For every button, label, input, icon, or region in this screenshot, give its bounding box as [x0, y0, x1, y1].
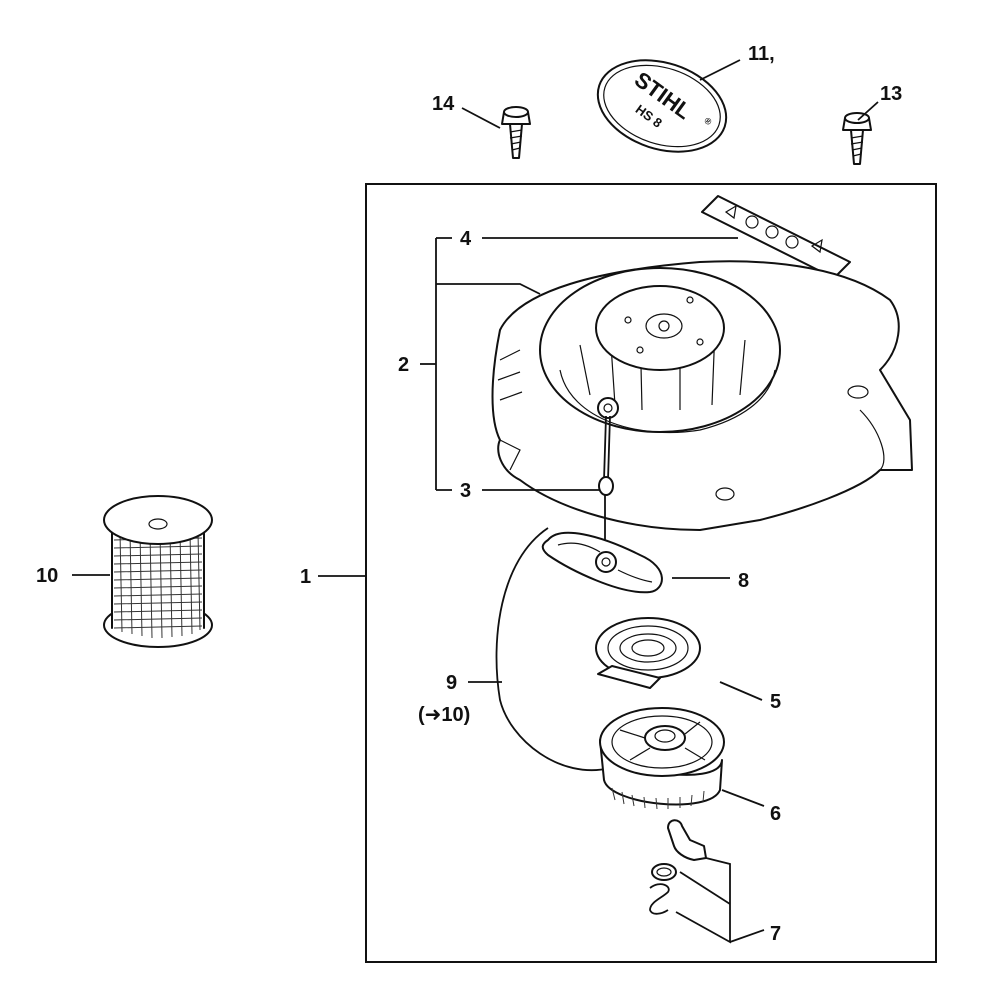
callout-9-ref: (➜10): [418, 704, 470, 726]
callout-9: 9: [446, 672, 457, 694]
callout-6: 6: [770, 803, 781, 825]
rewind-spring: [595, 617, 701, 689]
logo-decal: STIHL HS 8 ®: [596, 59, 728, 153]
callout-3: 3: [460, 480, 471, 502]
starter-grip: [541, 531, 663, 594]
callout-5: 5: [770, 691, 781, 713]
rope-9: [495, 527, 611, 771]
callout-4: 4: [460, 228, 472, 250]
screw-14: [501, 106, 531, 159]
rope-spool: [103, 495, 213, 648]
warning-label: [701, 195, 851, 279]
callout-7: 7: [770, 923, 781, 945]
screw-13: [842, 112, 872, 165]
callout-14: 14: [432, 93, 455, 115]
callout-13: 13: [880, 83, 902, 105]
leader-lines: [72, 59, 879, 944]
callout-1: 1: [300, 566, 311, 588]
assembly-frame: [365, 183, 937, 963]
callout-8: 8: [738, 570, 749, 592]
callout-2: 2: [398, 354, 409, 376]
rope-rotor: [599, 707, 725, 810]
starter-rope: [598, 415, 614, 545]
pawl-set: [649, 819, 707, 915]
callout-10: 10: [36, 565, 58, 587]
fan-housing: [491, 260, 913, 531]
callout-11: 11,: [748, 43, 775, 65]
logo-registered: ®: [702, 115, 714, 127]
